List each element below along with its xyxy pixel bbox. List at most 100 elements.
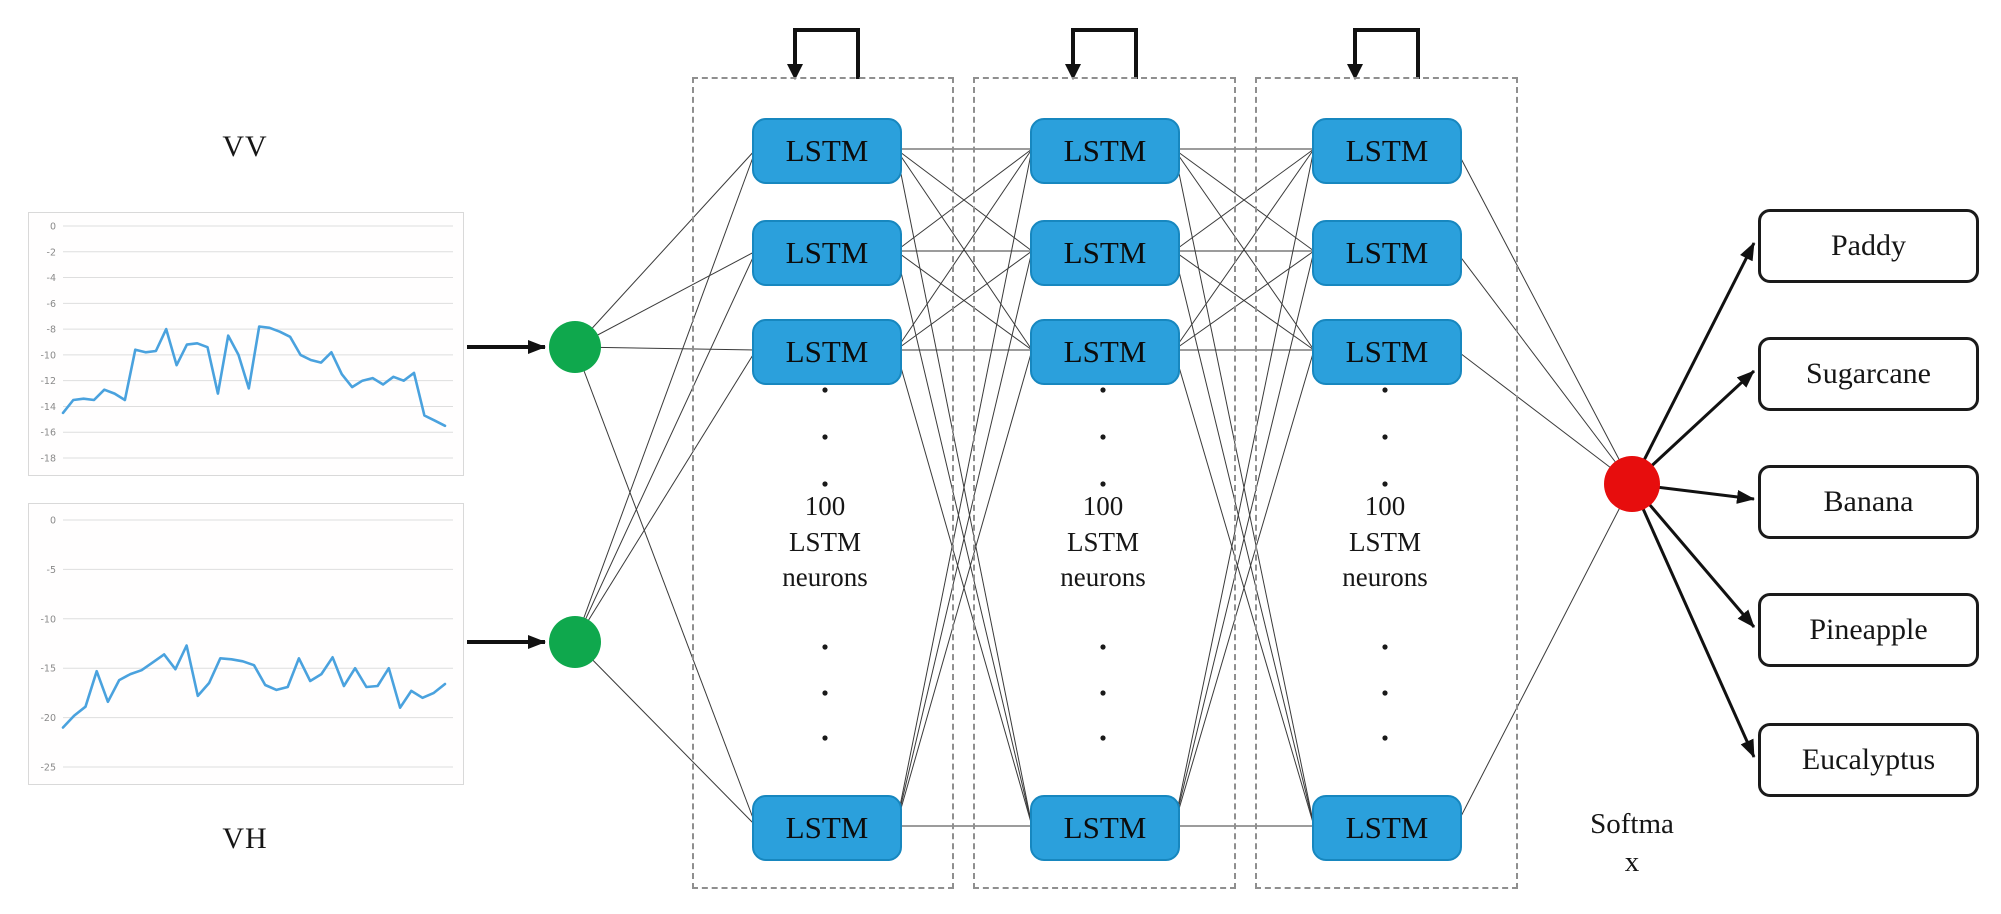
- ellipsis-dot: [1382, 481, 1388, 487]
- y-axis-tick-label: -15: [40, 664, 56, 675]
- lstm-layer-2-box: [973, 77, 1236, 889]
- lstm-block-label: LSTM: [1063, 235, 1147, 270]
- vv-chart: 0 -2 -4 -6 -8 -10 -12 -14 -16 -18: [28, 212, 464, 476]
- layer-caption-line: LSTM: [1066, 526, 1139, 557]
- vh-chart-title: VH: [222, 822, 268, 855]
- output-class-label: Pineapple: [1809, 613, 1928, 646]
- lstm-layer-3-box: [1255, 77, 1518, 889]
- recurrent-loop-arrow-icon: [1065, 28, 1138, 80]
- input-node: [549, 321, 601, 373]
- softmax-label-line1: Softma: [1590, 808, 1674, 840]
- lstm-block: LSTM: [1312, 795, 1462, 861]
- vv-line-plot: 0 -2 -4 -6 -8 -10 -12 -14 -16 -18: [40, 222, 453, 465]
- lstm-block: LSTM: [1312, 319, 1462, 385]
- ellipsis-dot: [1100, 644, 1106, 650]
- vh-line-plot: 0 -5 -10 -15 -20 -25: [40, 516, 453, 774]
- ellipsis-dot: [1382, 387, 1388, 393]
- layer-caption-line: 100: [1364, 491, 1406, 521]
- lstm-block: LSTM: [1030, 220, 1180, 286]
- y-axis-tick-label: -20: [40, 713, 56, 724]
- lstm-layer-1-box: [692, 77, 954, 889]
- ellipsis-dot: [1100, 434, 1106, 440]
- ellipsis-dot: [822, 735, 828, 741]
- y-axis-tick-label: -10: [40, 614, 56, 625]
- lstm-block: LSTM: [1030, 795, 1180, 861]
- vv-chart-title: VV: [222, 130, 268, 163]
- ellipsis-dot: [822, 690, 828, 696]
- output-class-box: Paddy: [1758, 209, 1979, 283]
- lstm-block-label: LSTM: [785, 235, 869, 270]
- ellipsis-dot: [822, 434, 828, 440]
- lstm-block-label: LSTM: [1063, 810, 1147, 845]
- y-axis-tick-label: -12: [40, 376, 56, 387]
- lstm-block-label: LSTM: [785, 133, 869, 168]
- y-axis-tick-label: -16: [40, 428, 56, 439]
- ellipsis-dot: [822, 644, 828, 650]
- recurrent-loop-arrow-icon: [1347, 28, 1420, 80]
- y-axis-tick-label: -6: [47, 299, 56, 310]
- y-axis-tick-label: -8: [47, 325, 56, 336]
- layer-caption-line: 100: [804, 491, 846, 521]
- lstm-block-label: LSTM: [1345, 133, 1429, 168]
- layer-caption-line: neurons: [1060, 562, 1146, 593]
- softmax-label: Softma x: [1558, 806, 1706, 881]
- y-axis-tick-label: -5: [47, 565, 56, 576]
- layer-caption-line: 100: [1082, 491, 1124, 521]
- lstm-block-label: LSTM: [1063, 334, 1147, 369]
- ellipsis-dot: [1382, 644, 1388, 650]
- output-class-box: Banana: [1758, 465, 1979, 539]
- y-axis-tick-label: -2: [47, 247, 56, 258]
- lstm-block-label: LSTM: [1345, 810, 1429, 845]
- lstm-block-label: LSTM: [785, 334, 869, 369]
- y-axis-tick-label: -18: [40, 454, 56, 465]
- softmax-label-line2: x: [1624, 845, 1640, 878]
- softmax-node: [1604, 456, 1660, 512]
- output-class-label: Sugarcane: [1806, 357, 1931, 390]
- lstm-block: LSTM: [752, 118, 902, 184]
- y-axis-tick-label: 0: [50, 516, 56, 527]
- ellipsis-dot: [1382, 690, 1388, 696]
- lstm-block: LSTM: [752, 795, 902, 861]
- y-axis-tick-label: -25: [40, 763, 56, 774]
- ellipsis-dot: [1100, 481, 1106, 487]
- layer-caption-line: LSTM: [1348, 526, 1421, 557]
- recurrent-loop-arrow-icon: [787, 28, 860, 80]
- lstm-block: LSTM: [1312, 118, 1462, 184]
- ellipsis-dot: [1100, 690, 1106, 696]
- data-series-line: [61, 325, 447, 428]
- lstm-block-label: LSTM: [785, 810, 869, 845]
- y-axis-tick-label: -10: [40, 350, 56, 361]
- output-class-label: Eucalyptus: [1801, 743, 1936, 776]
- lstm-block: LSTM: [1030, 319, 1180, 385]
- ellipsis-dot: [1382, 434, 1388, 440]
- ellipsis-dot: [1382, 735, 1388, 741]
- y-axis-tick-label: -14: [40, 402, 56, 413]
- lstm-block: LSTM: [1312, 220, 1462, 286]
- layer-caption-line: neurons: [782, 562, 868, 593]
- output-class-label: Paddy: [1831, 229, 1906, 262]
- ellipsis-dot: [822, 481, 828, 487]
- vh-chart: 0 -5 -10 -15 -20 -25: [28, 503, 464, 785]
- layer-caption-line: LSTM: [788, 526, 861, 557]
- lstm-block-label: LSTM: [1063, 133, 1147, 168]
- ellipsis-dot: [1100, 735, 1106, 741]
- y-axis-tick-label: -4: [47, 273, 56, 284]
- ellipsis-dot: [1100, 387, 1106, 393]
- output-class-label: Banana: [1823, 485, 1914, 518]
- output-class-box: Pineapple: [1758, 593, 1979, 667]
- lstm-block-label: LSTM: [1345, 235, 1429, 270]
- lstm-block: LSTM: [752, 220, 902, 286]
- output-class-box: Sugarcane: [1758, 337, 1979, 411]
- lstm-block: LSTM: [752, 319, 902, 385]
- lstm-block: LSTM: [1030, 118, 1180, 184]
- y-axis-tick-label: 0: [50, 222, 56, 233]
- ellipsis-dot: [822, 387, 828, 393]
- data-series-line: [61, 644, 447, 729]
- layer-caption-line: neurons: [1342, 562, 1428, 593]
- output-class-box: Eucalyptus: [1758, 723, 1979, 797]
